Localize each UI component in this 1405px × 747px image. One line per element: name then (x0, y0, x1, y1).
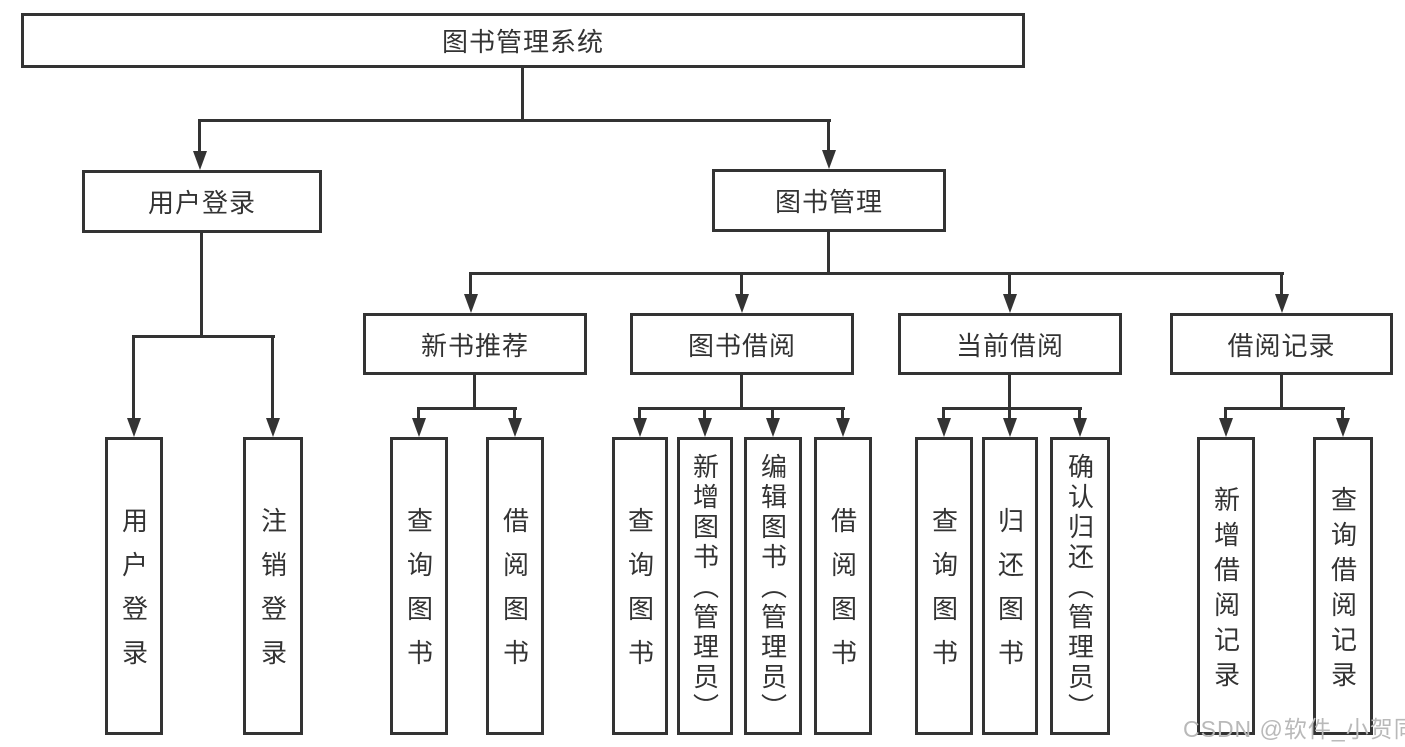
arrow-down-icon (698, 418, 712, 437)
connector-arrow-stem (1008, 407, 1011, 421)
connector-arrow-stem (417, 407, 420, 421)
node-book-borrowing: 图书借阅 (630, 313, 854, 375)
connector-arrow-stem (740, 272, 743, 296)
arrow-down-icon (1275, 294, 1289, 313)
arrow-down-icon (1073, 418, 1087, 437)
node-book-management: 图书管理 (712, 169, 946, 232)
arrow-down-icon (508, 418, 522, 437)
connector-arrow-stem (513, 407, 516, 421)
connector-borrowing-stem (740, 375, 743, 407)
arrow-down-icon (633, 418, 647, 437)
arrow-down-icon (822, 150, 836, 169)
connector-arrow-stem (1224, 407, 1227, 421)
arrow-down-icon (193, 151, 207, 170)
arrow-down-icon (127, 418, 141, 437)
connector-records-branch (1224, 407, 1345, 410)
leaf-edit-books-admin: 编辑图书（管理员） (744, 437, 802, 735)
leaf-borrow-books-borrowing: 借阅图书 (814, 437, 872, 735)
leaf-confirm-return-admin: 确认归还（管理员） (1050, 437, 1110, 735)
connector-borrowing-branch (638, 407, 845, 410)
connector-newbooks-stem (473, 375, 476, 407)
leaf-query-books-newbooks: 查询图书 (390, 437, 448, 735)
leaf-query-books-current: 查询图书 (915, 437, 973, 735)
arrow-down-icon (1003, 294, 1017, 313)
connector-arrow-stem (1008, 272, 1011, 296)
leaf-query-books-borrowing: 查询图书 (612, 437, 668, 735)
leaf-add-borrow-record: 新增借阅记录 (1197, 437, 1255, 735)
connector-arrow-stem (271, 335, 274, 420)
node-borrowing-records: 借阅记录 (1170, 313, 1393, 375)
csdn-watermark: CSDN @软件_小贺同学 (1183, 716, 1405, 742)
connector-userlogin-stem (200, 233, 203, 335)
arrow-down-icon (412, 418, 426, 437)
arrow-down-icon (937, 418, 951, 437)
connector-arrow-stem (1078, 407, 1081, 421)
connector-arrow-stem (841, 407, 844, 421)
connector-arrow-stem (942, 407, 945, 421)
connector-level2-branch (198, 119, 831, 122)
connector-bookmgmt-stem (827, 232, 830, 272)
node-root-library-management-system: 图书管理系统 (21, 13, 1025, 68)
arrow-down-icon (836, 418, 850, 437)
connector-arrow-stem (771, 407, 774, 421)
connector-arrow-stem (638, 407, 641, 421)
arrow-down-icon (1336, 418, 1350, 437)
leaf-query-borrow-record: 查询借阅记录 (1313, 437, 1373, 735)
connector-arrow-stem (469, 272, 472, 296)
connector-current-stem (1008, 375, 1011, 407)
node-user-login: 用户登录 (82, 170, 322, 233)
arrow-down-icon (1003, 418, 1017, 437)
connector-level3-branch (469, 272, 1284, 275)
arrow-down-icon (766, 418, 780, 437)
leaf-return-books: 归还图书 (982, 437, 1038, 735)
connector-arrow-stem (1341, 407, 1344, 421)
connector-arrow-stem (132, 335, 135, 420)
connector-records-stem (1280, 375, 1283, 407)
connector-arrow-stem (703, 407, 706, 421)
arrow-down-icon (266, 418, 280, 437)
arrow-down-icon (464, 294, 478, 313)
leaf-logout: 注销登录 (243, 437, 303, 735)
connector-arrow-stem (1280, 272, 1283, 296)
connector-newbooks-branch (417, 407, 517, 410)
node-current-borrowing: 当前借阅 (898, 313, 1122, 375)
connector-arrow-stem (827, 119, 830, 152)
leaf-add-books-admin: 新增图书（管理员） (677, 437, 733, 735)
connector-userlogin-branch (132, 335, 275, 338)
node-new-book-recommendation: 新书推荐 (363, 313, 587, 375)
leaf-user-login: 用户登录 (105, 437, 163, 735)
arrow-down-icon (735, 294, 749, 313)
leaf-borrow-books-newbooks: 借阅图书 (486, 437, 544, 735)
connector-current-branch (942, 407, 1082, 410)
connector-arrow-stem (198, 119, 201, 153)
arrow-down-icon (1219, 418, 1233, 437)
connector-root-stem (521, 68, 524, 119)
